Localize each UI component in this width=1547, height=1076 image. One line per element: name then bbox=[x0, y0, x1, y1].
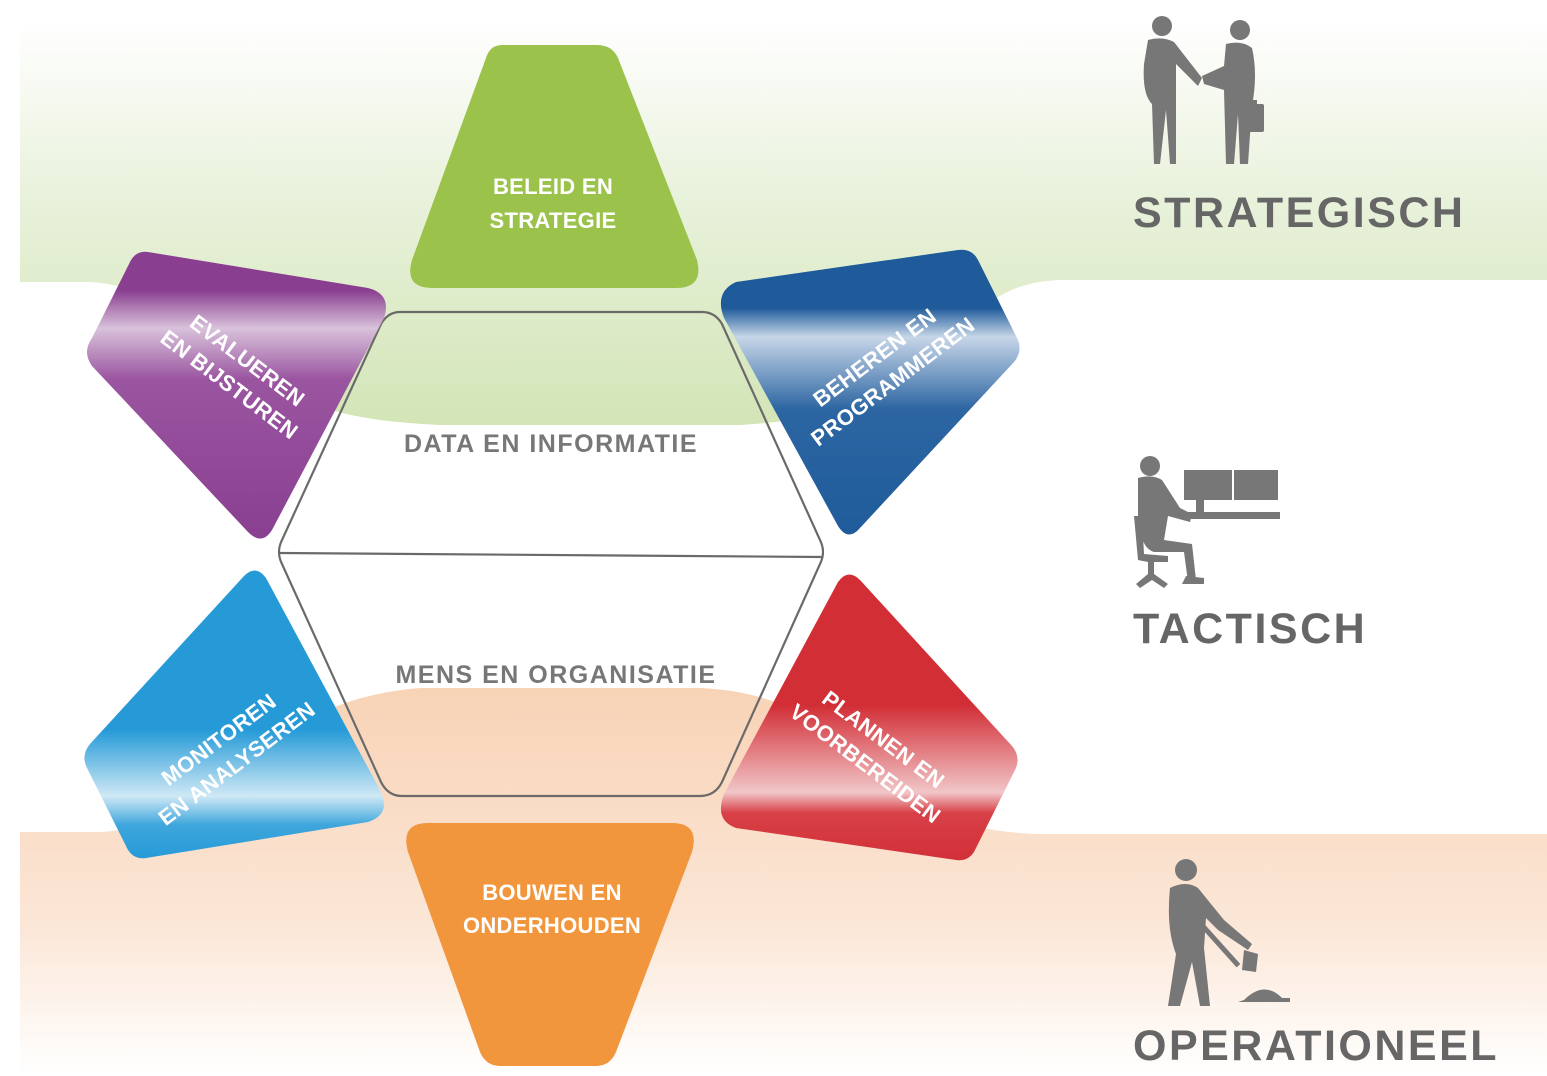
handshake-icon bbox=[1143, 16, 1264, 164]
digging-worker-icon bbox=[1168, 859, 1290, 1006]
strategic-band bbox=[20, 22, 1547, 425]
segment-label-line1: BELEID EN bbox=[493, 174, 613, 199]
desk-worker-icon bbox=[1134, 456, 1280, 588]
segment-beheren-en-programmeren[interactable]: BEHEREN EN PROGRAMMEREN bbox=[720, 249, 1020, 535]
operational-band bbox=[20, 688, 1547, 1076]
level-label-operational: OPERATIONEEL bbox=[1133, 1022, 1499, 1070]
level-label-tactical: TACTISCH bbox=[1133, 605, 1367, 653]
center-hexagon bbox=[277, 310, 825, 798]
segment-monitoren-en-analyseren[interactable]: MONITOREN EN ANALYSEREN bbox=[84, 570, 384, 859]
center-label-bottom: MENS EN ORGANISATIE bbox=[395, 661, 716, 689]
segment-evalueren-en-bijsturen[interactable]: EVALUEREN EN BIJSTUREN bbox=[87, 251, 386, 539]
segment-bouwen-en-onderhouden[interactable]: BOUWEN EN ONDERHOUDEN bbox=[406, 823, 694, 1066]
segment-beleid-en-strategie[interactable]: BELEID EN STRATEGIE bbox=[410, 45, 699, 288]
segment-label-line2: STRATEGIE bbox=[490, 208, 617, 233]
level-label-strategic: STRATEGISCH bbox=[1133, 189, 1466, 237]
segment-label-line2: ONDERHOUDEN bbox=[463, 913, 641, 938]
segment-label-line1: BOUWEN EN bbox=[482, 880, 622, 905]
segment-plannen-en-voorbereiden[interactable]: PLANNEN EN VOORBEREIDEN bbox=[720, 574, 1018, 861]
center-label-top: DATA EN INFORMATIE bbox=[404, 430, 698, 458]
